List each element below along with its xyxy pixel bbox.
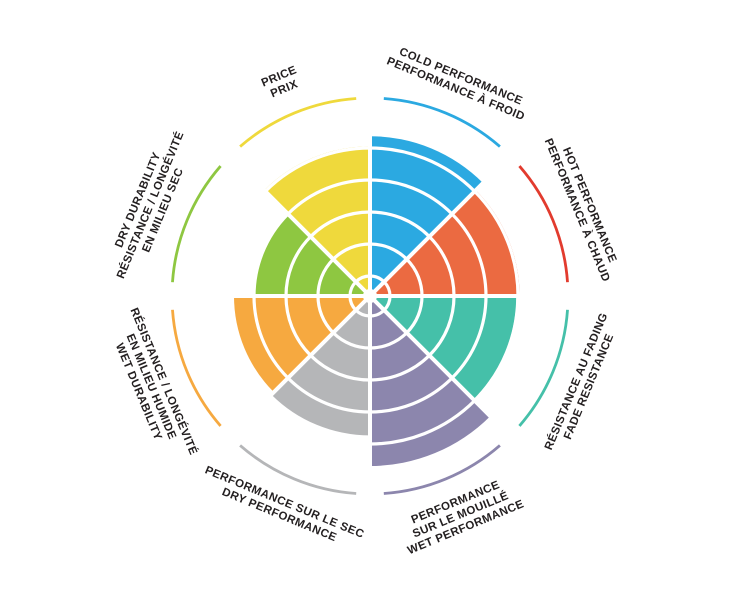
arc-fade-resistance [518,309,569,427]
arc-cold-performance [383,97,501,148]
label-dry-durability: DRY DURABILITYRÉSISTANCE / LONGÉVITÉEN M… [103,125,200,286]
grid-ring [284,210,456,382]
arc-wet-performance [383,444,501,495]
sector-dry-durability [254,214,370,296]
grid-ring [348,274,392,318]
sector-separator [368,294,496,422]
sector-separator [244,170,372,298]
arc-dry-durability [171,165,222,283]
label-text-price: PRICEPRIX [260,64,304,102]
grid-ring [252,178,488,414]
sector-fade-resistance [370,296,517,400]
label-text-hot-performance: HOT PERFORMANCEPERFORMANCE À CHAUD [542,132,624,284]
sector-separator [368,170,496,298]
arc-price [239,97,357,148]
label-text-dry-durability: DRY DURABILITYRÉSISTANCE / LONGÉVITÉEN M… [103,125,200,286]
grid-ring [220,146,520,446]
arc-wet-durability [171,309,222,427]
label-text-wet-performance: PERFORMANCESUR LE MOUILLÉWET PERFORMANCE [396,473,526,557]
arc-hot-performance [518,165,569,283]
label-text-dry-performance: PERFORMANCE SUR LE SECDRY PERFORMANCE [198,464,366,553]
hub-circle [363,289,377,303]
label-text-cold-performance: COLD PERFORMANCEPERFORMANCE À FROID [385,43,532,123]
label-text-fade-resistance: RÉSISTANCE AU FADINGFADE RESISTANCE [542,311,623,457]
label-cold-performance: COLD PERFORMANCEPERFORMANCE À FROID [385,43,532,123]
label-wet-durability: RÉSISTANCE / LONGÉVITÉEN MILIEU HUMIDEWE… [103,306,200,467]
label-wet-performance: PERFORMANCESUR LE MOUILLÉWET PERFORMANCE [396,473,526,557]
label-hot-performance: HOT PERFORMANCEPERFORMANCE À CHAUD [542,132,624,284]
label-dry-performance: PERFORMANCE SUR LE SECDRY PERFORMANCE [198,464,366,553]
label-fade-resistance: RÉSISTANCE AU FADINGFADE RESISTANCE [542,311,623,457]
grid-ring [316,242,424,350]
label-price: PRICEPRIX [260,64,304,102]
label-text-wet-durability: RÉSISTANCE / LONGÉVITÉEN MILIEU HUMIDEWE… [103,306,200,467]
arc-dry-performance [239,444,357,495]
sector-separator [244,294,372,422]
